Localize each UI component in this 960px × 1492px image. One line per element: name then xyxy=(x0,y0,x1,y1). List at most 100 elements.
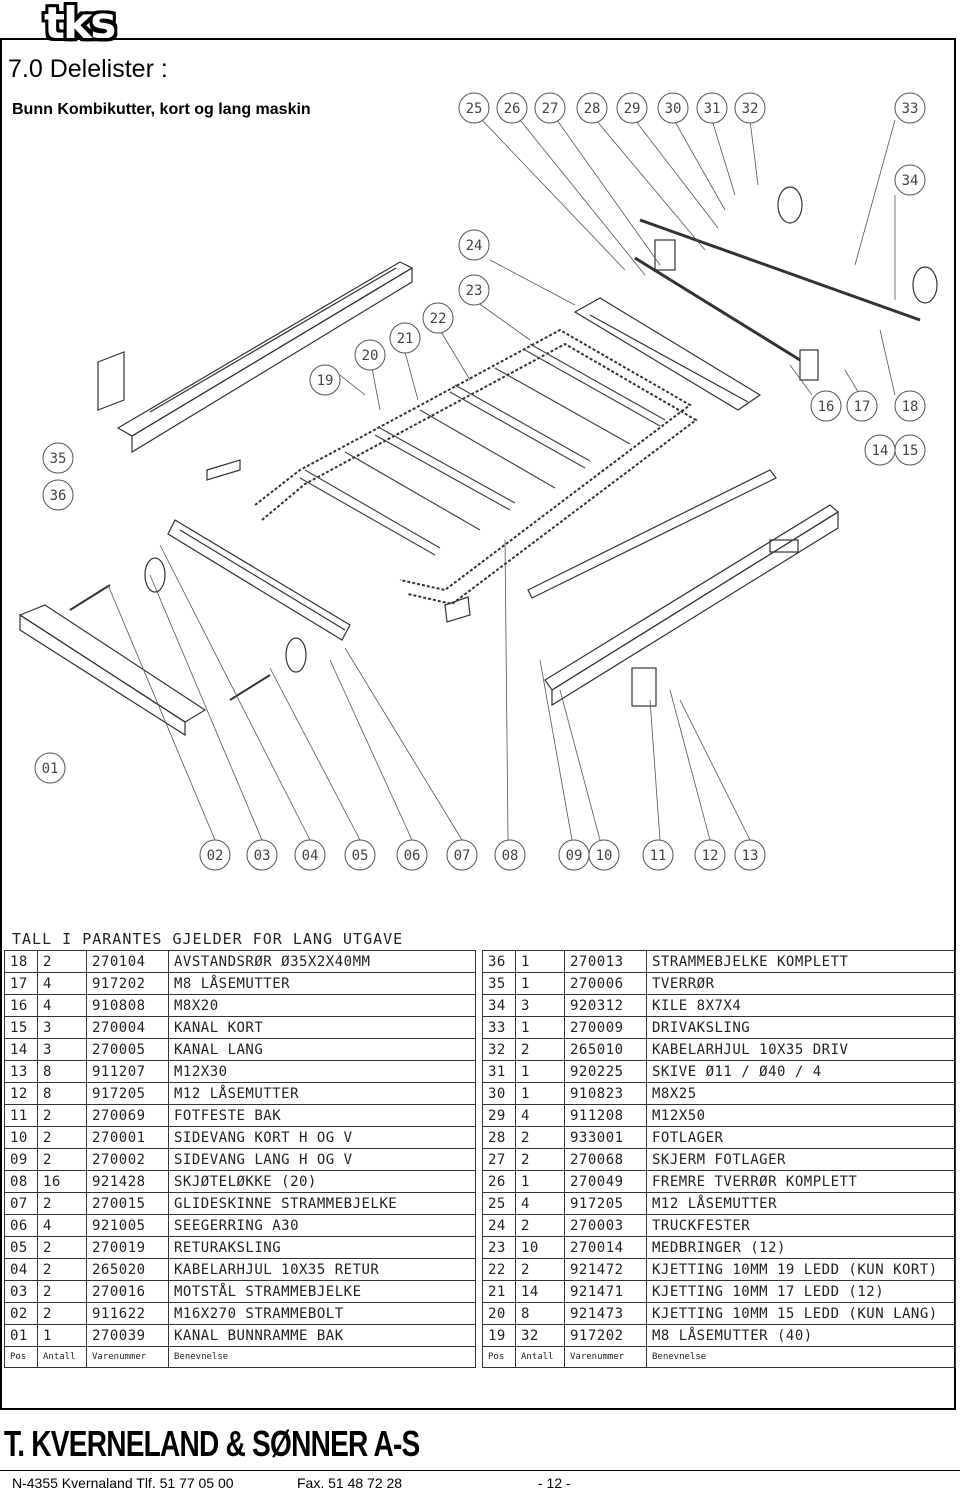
balloon-label-35: 35 xyxy=(50,451,67,467)
qty-cell: 1 xyxy=(515,1170,565,1193)
part-number-cell: 270104 xyxy=(86,950,169,973)
pos-cell: 18 xyxy=(4,950,38,973)
balloon-19 xyxy=(309,364,341,396)
table-note: TALL I PARANTES GJELDER FOR LANG UTGAVE xyxy=(12,930,404,948)
description-cell: M12X50 xyxy=(646,1104,956,1127)
part-number-cell: 917205 xyxy=(86,1082,169,1105)
qty-cell: 2 xyxy=(37,1192,87,1215)
qty-cell: 2 xyxy=(515,1148,565,1171)
balloon-32 xyxy=(734,92,766,124)
balloon-06 xyxy=(396,839,428,871)
header-cell: Varenummer xyxy=(86,1346,169,1368)
description-cell: M16X270 STRAMMEBOLT xyxy=(168,1302,476,1325)
balloon-label-14: 14 xyxy=(872,443,889,459)
description-cell: KJETTING 10MM 17 LEDD (12) xyxy=(646,1280,956,1303)
pos-cell: 12 xyxy=(4,1082,38,1105)
description-cell: KANAL LANG xyxy=(168,1038,476,1061)
balloon-label-16: 16 xyxy=(818,399,835,415)
part-number-cell: 270006 xyxy=(564,972,647,995)
header-cell: Pos xyxy=(482,1346,516,1368)
front-crossbar xyxy=(573,297,762,411)
left-side-channel xyxy=(97,261,414,454)
qty-cell: 1 xyxy=(515,1060,565,1083)
balloon-label-26: 26 xyxy=(504,101,521,117)
part-number-cell: 921428 xyxy=(86,1170,169,1193)
qty-cell: 3 xyxy=(37,1038,87,1061)
header-cell: Varenummer xyxy=(564,1346,647,1368)
qty-cell: 2 xyxy=(37,950,87,973)
balloon-35 xyxy=(42,442,74,474)
part-number-cell: 270014 xyxy=(564,1236,647,1259)
balloon-20 xyxy=(354,339,386,371)
part-number-cell: 270049 xyxy=(564,1170,647,1193)
description-cell: M12 LÅSEMUTTER xyxy=(168,1082,476,1105)
qty-cell: 4 xyxy=(515,1192,565,1215)
balloon-13 xyxy=(734,839,766,871)
pos-cell: 15 xyxy=(4,1016,38,1039)
description-cell: FOTLAGER xyxy=(646,1126,956,1149)
qty-cell: 2 xyxy=(37,1126,87,1149)
balloon-label-36: 36 xyxy=(50,488,67,504)
pos-cell: 22 xyxy=(482,1258,516,1281)
part-number-cell: 270005 xyxy=(86,1038,169,1061)
part-number-cell: 910808 xyxy=(86,994,169,1017)
conveyor-slats xyxy=(299,343,666,556)
balloon-36 xyxy=(42,479,74,511)
qty-cell: 4 xyxy=(37,972,87,995)
qty-cell: 3 xyxy=(515,994,565,1017)
balloon-label-33: 33 xyxy=(902,101,919,117)
pos-cell: 08 xyxy=(4,1170,38,1193)
part-number-cell: 917205 xyxy=(564,1192,647,1215)
footer-page-number: - 12 - xyxy=(538,1475,571,1491)
part-number-cell: 265020 xyxy=(86,1258,169,1281)
pos-cell: 26 xyxy=(482,1170,516,1193)
description-cell: SIDEVANG KORT H OG V xyxy=(168,1126,476,1149)
balloon-04 xyxy=(294,839,326,871)
description-cell: KANAL KORT xyxy=(168,1016,476,1039)
qty-cell: 1 xyxy=(515,1016,565,1039)
description-cell: KANAL BUNNRAMME BAK xyxy=(168,1324,476,1347)
balloon-label-27: 27 xyxy=(542,101,559,117)
description-cell: M8 LÅSEMUTTER (40) xyxy=(646,1324,956,1347)
part-number-cell: 910823 xyxy=(564,1082,647,1105)
pos-cell: 24 xyxy=(482,1214,516,1237)
part-number-cell: 270003 xyxy=(564,1214,647,1237)
balloon-label-30: 30 xyxy=(665,101,682,117)
footer-divider xyxy=(0,1470,960,1471)
qty-cell: 2 xyxy=(515,1126,565,1149)
balloon-label-24: 24 xyxy=(466,238,483,254)
part-number-cell: 270039 xyxy=(86,1324,169,1347)
pos-cell: 20 xyxy=(482,1302,516,1325)
qty-cell: 32 xyxy=(515,1324,565,1347)
description-cell: M12 LÅSEMUTTER xyxy=(646,1192,956,1215)
balloon-label-09: 09 xyxy=(566,848,583,864)
description-cell: FOTFESTE BAK xyxy=(168,1104,476,1127)
pos-cell: 32 xyxy=(482,1038,516,1061)
qty-cell: 4 xyxy=(515,1104,565,1127)
balloon-11 xyxy=(642,839,674,871)
qty-cell: 14 xyxy=(515,1280,565,1303)
part-number-cell: 270002 xyxy=(86,1148,169,1171)
pos-cell: 13 xyxy=(4,1060,38,1083)
balloon-label-10: 10 xyxy=(596,848,613,864)
